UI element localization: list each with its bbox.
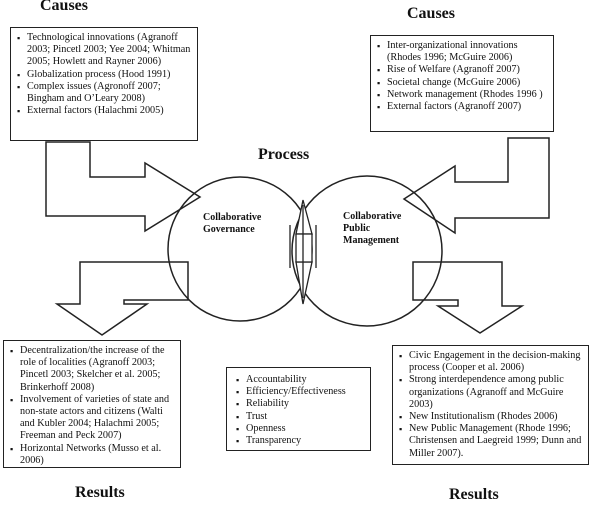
results-right-item: Civic Engagement in the decision-making … [398,350,583,374]
process-item: Openness [235,423,362,435]
causes-right-item: Rise of Welfare (Agranoff 2007) [376,64,548,76]
results-left-item: Horizontal Networks (Musso et al. 2006) [9,443,175,467]
arrow-causes-right-to-process [402,137,550,235]
causes-right-item: Network management (Rhodes 1996 ) [376,89,548,101]
results-left-box: Decentralization/the increase of the rol… [3,340,181,468]
causes-right-box: Inter-organizational innovations (Rhodes… [370,35,554,132]
causes-left-heading: Causes [40,0,89,14]
process-box: Accountability Efficiency/Effectiveness … [226,367,371,451]
causes-left-item: Globalization process (Hood 1991) [16,69,192,81]
results-left-item: Decentralization/the increase of the rol… [9,345,175,394]
collaborative-public-management-label-line1: Collaborative [343,211,402,222]
collaborative-public-management-label: Collaborative Public Management [343,211,401,247]
causes-right-item: External factors (Agranoff 2007) [376,101,548,113]
collaborative-public-management-circle [291,175,443,327]
results-right-item: New Public Management (Rhode 1996; Chris… [398,423,583,460]
results-left-item: Involvement of varieties of state and no… [9,394,175,443]
arrow-process-to-results-right [412,261,525,334]
arrow-process-to-results-left [54,261,189,336]
results-left-heading: Results [75,484,125,501]
results-right-heading: Results [449,486,499,503]
process-connector-arrow [289,199,317,305]
results-right-box: Civic Engagement in the decision-making … [392,345,589,465]
process-item: Reliability [235,398,362,410]
causes-left-item: Complex issues (Agronoff 2007; Bingham a… [16,81,192,105]
process-item: Transparency [235,435,362,447]
results-right-item: Strong interdependence among public orga… [398,374,583,411]
collaborative-governance-label-line2: Governance [203,224,255,235]
collaborative-public-management-label-line2: Public [343,223,371,234]
causes-right-heading: Causes [407,5,456,22]
causes-left-item: External factors (Halachmi 2005) [16,105,192,117]
arrow-causes-left-to-process [45,141,202,233]
causes-right-item: Inter-organizational innovations (Rhodes… [376,40,548,64]
collaborative-governance-label-line1: Collaborative [203,212,262,223]
collaborative-public-management-label-line3: Management [343,235,400,246]
collaborative-governance-label: Collaborative Governance [203,212,261,236]
process-item: Efficiency/Effectiveness [235,386,362,398]
process-heading: Process [258,146,310,163]
causes-left-box: Technological innovations (Agranoff 2003… [10,27,198,141]
causes-right-item: Societal change (McGuire 2006) [376,77,548,89]
process-item: Accountability [235,374,362,386]
causes-left-item: Technological innovations (Agranoff 2003… [16,32,192,69]
results-right-item: New Institutionalism (Rhodes 2006) [398,411,583,423]
process-item: Trust [235,411,362,423]
